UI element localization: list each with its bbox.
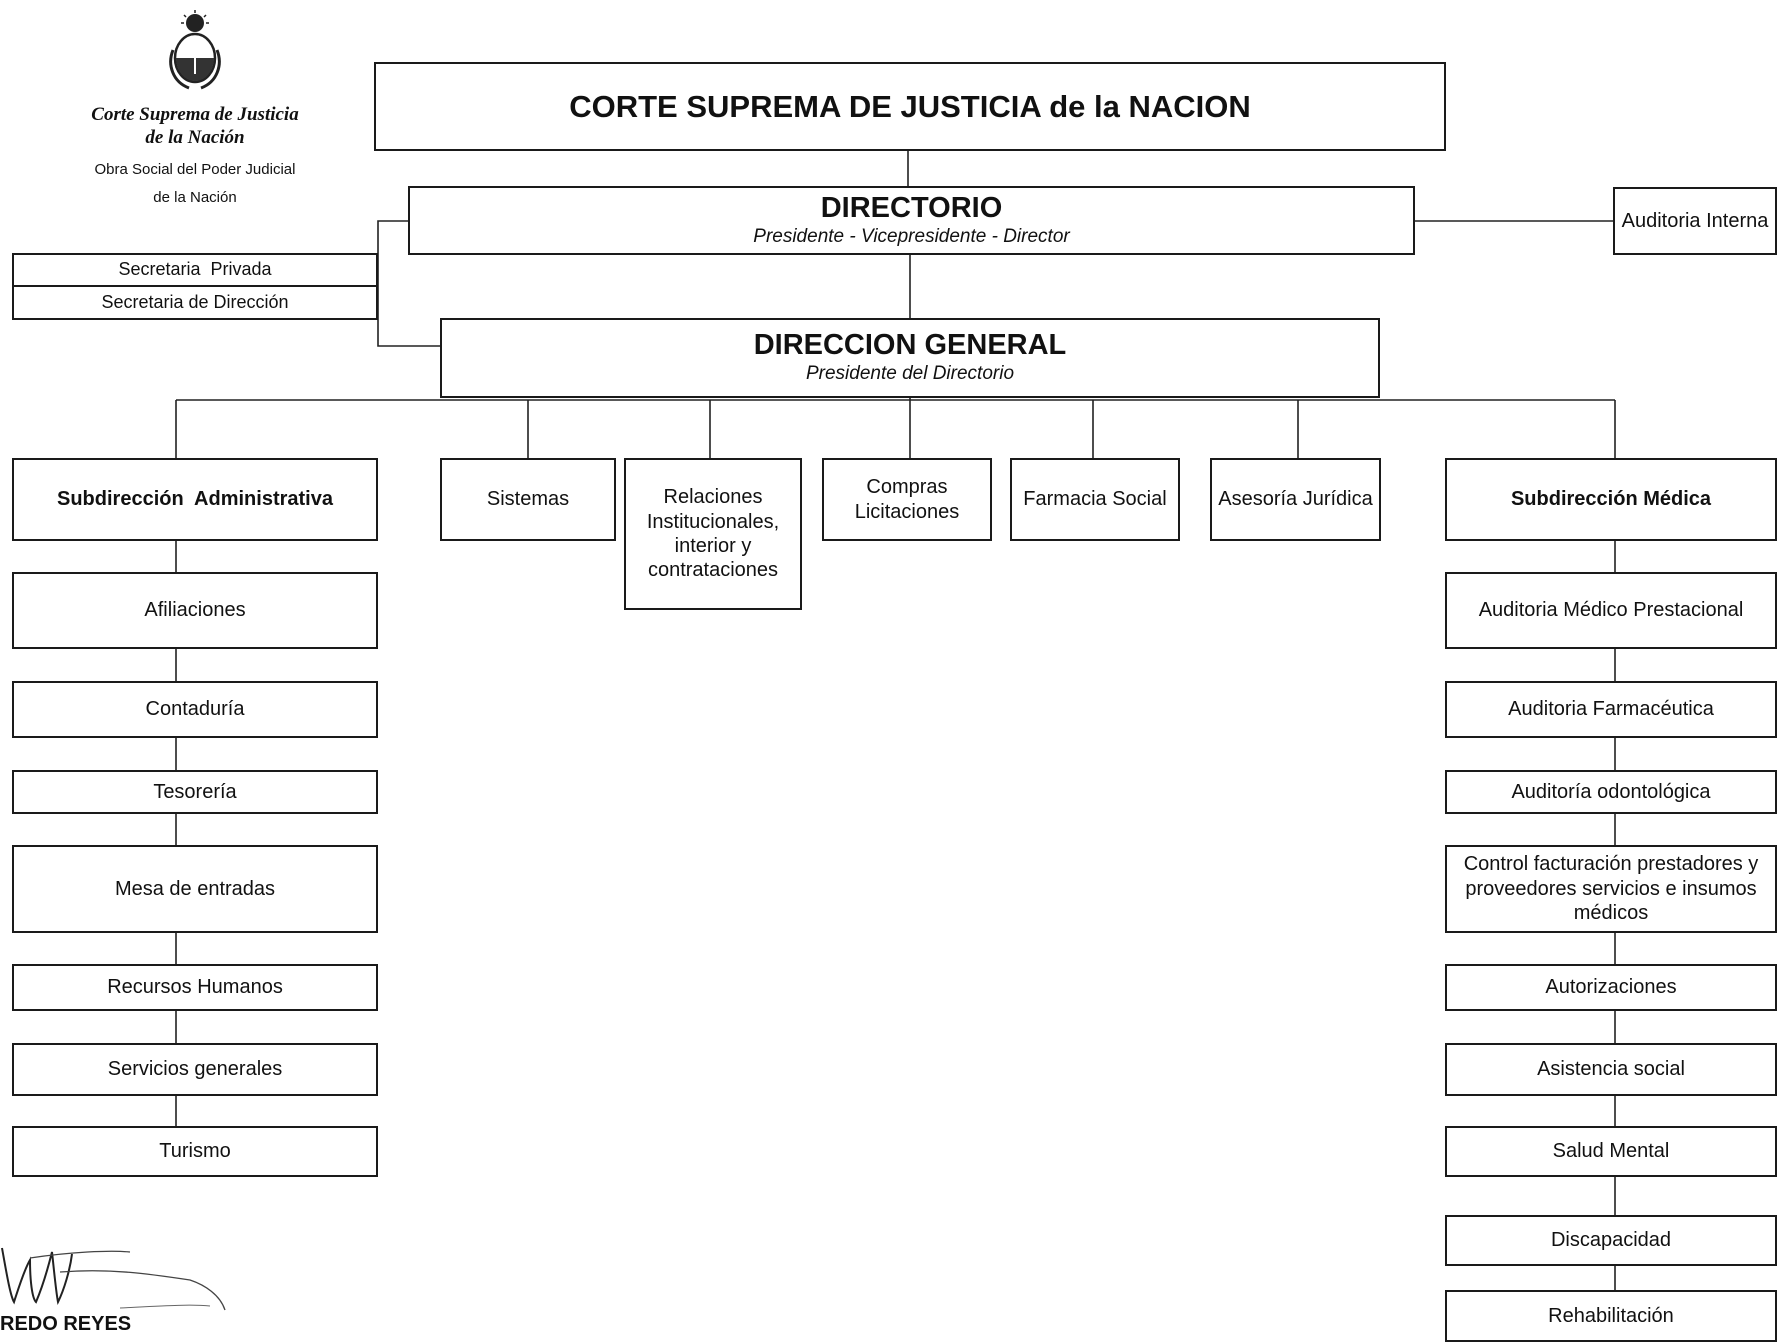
- asesoria-juridica-label: Asesoría Jurídica: [1218, 488, 1373, 511]
- national-seal-icon: [169, 10, 221, 90]
- discapacidad-label: Discapacidad: [1550, 1229, 1672, 1252]
- auditoria-interna-label: Auditoria Interna: [1621, 209, 1769, 232]
- directorio-title: DIRECTORIO: [820, 191, 1003, 224]
- rehabilitacion-box: Rehabilitación: [1445, 1290, 1777, 1342]
- secretaria-direccion-box: Secretaria de Dirección: [12, 285, 378, 320]
- auditoria-interna-box: Auditoria Interna: [1613, 187, 1777, 255]
- subdireccion-administrativa-box: Subdirección Administrativa: [12, 458, 378, 541]
- recursos-humanos-box: Recursos Humanos: [12, 964, 378, 1011]
- sistemas-box: Sistemas: [440, 458, 616, 541]
- tesoreria-box: Tesorería: [12, 770, 378, 814]
- mesa-de-entradas-box: Mesa de entradas: [12, 845, 378, 933]
- relaciones-institucionales-label: Relaciones Institucionales, interior y c…: [646, 486, 780, 582]
- institution-subtitle: Obra Social del Poder Judicial de la Nac…: [60, 156, 330, 213]
- auditoria-odontologica-box: Auditoría odontológica: [1445, 770, 1777, 814]
- asistencia-social-label: Asistencia social: [1537, 1058, 1685, 1081]
- subdireccion-medica-title: Subdirección Médica: [1510, 488, 1712, 511]
- servicios-generales-label: Servicios generales: [107, 1058, 283, 1081]
- corte-suprema-box: CORTE SUPREMA DE JUSTICIA de la NACION: [374, 62, 1446, 151]
- autorizaciones-label: Autorizaciones: [1545, 976, 1677, 999]
- compras-licitaciones-box: Compras Licitaciones: [822, 458, 992, 541]
- institution-name-line1: Corte Suprema de Justicia: [91, 104, 299, 125]
- turismo-box: Turismo: [12, 1126, 378, 1177]
- contaduria-label: Contaduría: [145, 698, 245, 721]
- subdireccion-administrativa-title: Subdirección Administrativa: [57, 488, 333, 511]
- recursos-humanos-label: Recursos Humanos: [107, 976, 283, 999]
- mesa-de-entradas-label: Mesa de entradas: [114, 877, 276, 900]
- institution-header: Corte Suprema de Justicia de la Nación O…: [60, 10, 330, 213]
- subdireccion-medica-box: Subdirección Médica: [1445, 458, 1777, 541]
- auditoria-medico-prestacional-label: Auditoria Médico Prestacional: [1478, 599, 1744, 622]
- institution-name-line2: de la Nación: [145, 126, 245, 148]
- salud-mental-label: Salud Mental: [1552, 1140, 1670, 1163]
- directorio-box: DIRECTORIO Presidente - Vicepresidente -…: [408, 186, 1415, 255]
- signature-name: REDO REYES: [0, 1313, 132, 1335]
- rehabilitacion-label: Rehabilitación: [1548, 1304, 1674, 1327]
- discapacidad-box: Discapacidad: [1445, 1215, 1777, 1266]
- sistemas-label: Sistemas: [486, 488, 570, 511]
- relaciones-institucionales-box: Relaciones Institucionales, interior y c…: [624, 458, 802, 610]
- direccion-general-box: DIRECCION GENERAL Presidente del Directo…: [440, 318, 1380, 398]
- corte-suprema-label: CORTE SUPREMA DE JUSTICIA de la NACION: [569, 88, 1251, 124]
- turismo-label: Turismo: [159, 1140, 231, 1163]
- secretaria-direccion-label: Secretaria de Dirección: [101, 291, 289, 312]
- control-facturacion-box: Control facturación prestadores y provee…: [1445, 845, 1777, 933]
- control-facturacion-label: Control facturación prestadores y provee…: [1463, 853, 1759, 925]
- compras-licitaciones-label: Compras Licitaciones: [854, 476, 960, 523]
- auditoria-farmaceutica-box: Auditoria Farmacéutica: [1445, 681, 1777, 738]
- farmacia-social-box: Farmacia Social: [1010, 458, 1180, 541]
- secretaria-privada-box: Secretaria Privada: [12, 253, 378, 287]
- direccion-general-title: DIRECCION GENERAL: [753, 329, 1067, 362]
- institution-name: Corte Suprema de Justicia de la Nación: [60, 104, 330, 150]
- contaduria-box: Contaduría: [12, 681, 378, 738]
- handwritten-signature: [1, 1247, 226, 1311]
- auditoria-odontologica-label: Auditoría odontológica: [1511, 780, 1711, 803]
- directorio-subtitle: Presidente - Vicepresidente - Director: [753, 225, 1070, 247]
- servicios-generales-box: Servicios generales: [12, 1043, 378, 1096]
- asistencia-social-box: Asistencia social: [1445, 1043, 1777, 1096]
- afiliaciones-label: Afiliaciones: [144, 599, 246, 622]
- asesoria-juridica-box: Asesoría Jurídica: [1210, 458, 1381, 541]
- institution-subtitle-line2: de la Nación: [153, 189, 237, 207]
- salud-mental-box: Salud Mental: [1445, 1126, 1777, 1177]
- farmacia-social-label: Farmacia Social: [1023, 488, 1167, 511]
- secretaria-privada-label: Secretaria Privada: [118, 259, 272, 280]
- autorizaciones-box: Autorizaciones: [1445, 964, 1777, 1011]
- auditoria-farmaceutica-label: Auditoria Farmacéutica: [1508, 698, 1714, 721]
- auditoria-medico-prestacional-box: Auditoria Médico Prestacional: [1445, 572, 1777, 649]
- direccion-general-subtitle: Presidente del Directorio: [805, 363, 1015, 385]
- afiliaciones-box: Afiliaciones: [12, 572, 378, 649]
- institution-subtitle-line1: Obra Social del Poder Judicial: [94, 160, 296, 178]
- tesoreria-label: Tesorería: [153, 780, 237, 803]
